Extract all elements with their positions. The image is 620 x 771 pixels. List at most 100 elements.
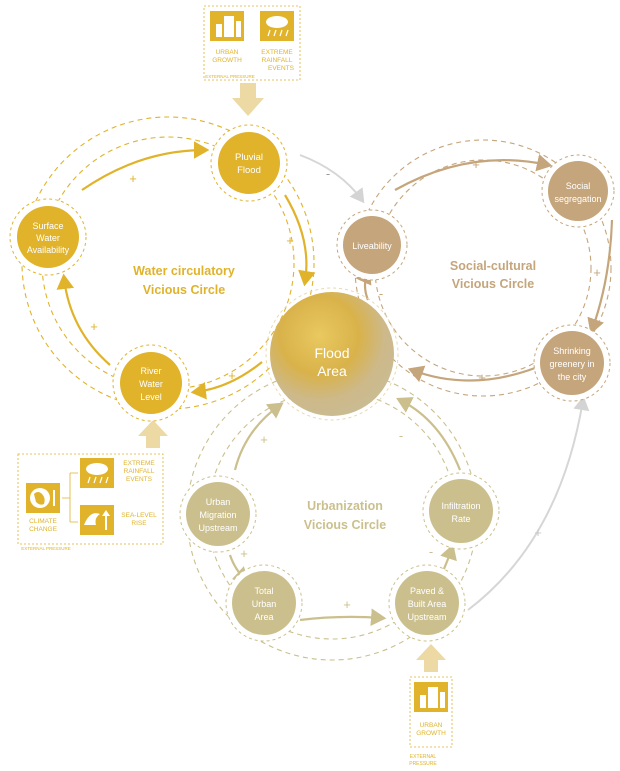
sign-social-shrink-flood: + [478, 370, 486, 385]
left-rainfall-label-2: RAINFALL [124, 468, 155, 475]
arrow-migration-to-flood [233, 402, 284, 471]
shrinking-greenery-label-1: Shrinking [553, 346, 591, 356]
left-climate-label-2: CHANGE [29, 526, 57, 533]
cross-links [299, 154, 590, 611]
arrow-pluvial-to-flood [284, 194, 316, 287]
sign-urban-paved-infiltration: - [429, 544, 433, 559]
urban-circle-title-1: Urbanization [307, 499, 383, 513]
pressure-left-box [17, 453, 164, 545]
bottom-urban-growth-label-2: GROWTH [416, 730, 446, 737]
left-sea-level-label-2: RISE [131, 520, 147, 527]
circle-titles: Water circulatory Vicious Circle Social-… [133, 259, 536, 532]
left-climate-label-1: CLIMATE [29, 518, 57, 525]
river-water-node [120, 352, 182, 414]
social-circle-title-2: Vicious Circle [452, 277, 534, 291]
pressure-arrow-bottom [416, 644, 446, 672]
arrow-pluvial-to-liveability [299, 154, 365, 204]
total-urban-area-label-1: Total [254, 586, 273, 596]
urban-migration-label-1: Urban [206, 497, 231, 507]
water-circle-title-1: Water circulatory [133, 264, 235, 278]
social-ring-inner [374, 159, 592, 377]
social-segregation-node [548, 161, 608, 221]
left-rainfall-label-1: EXTREME [123, 460, 155, 467]
top-rainfall-label-2: RAINFALL [262, 57, 293, 64]
climate-branch-lines [62, 472, 78, 523]
rainfall-icon [260, 11, 294, 41]
climate-change-icon [26, 483, 60, 513]
social-ring-outer [354, 139, 612, 397]
left-rainfall-label-3: EVENTS [126, 476, 153, 483]
sign-urban-migration-total: + [240, 546, 248, 561]
sea-level-icon [80, 505, 114, 535]
urban-growth-bottom-icon [414, 682, 448, 712]
pressure-bottom-box [409, 676, 453, 748]
sign-water-pluvial-flood: + [286, 233, 294, 248]
sign-paved-shrinking: + [534, 525, 542, 540]
arrow-shrinking-to-flood [407, 365, 536, 383]
sign-pluvial-liveability: - [326, 166, 330, 181]
top-rainfall-label-3: EVENTS [268, 65, 295, 72]
river-water-label-1: River [140, 366, 161, 376]
pluvial-flood-node [218, 132, 280, 194]
flood-area-halo [265, 287, 399, 421]
surface-water-label-2: Water [36, 233, 60, 243]
top-urban-growth-label-1: URBAN [216, 49, 239, 56]
pressure-top-box [203, 5, 301, 81]
sign-social-flood-live: - [379, 286, 383, 301]
paved-area-label-1: Paved & [410, 586, 444, 596]
urban-growth-icon [210, 11, 244, 41]
polarity-signs: + + + + - + + + - + - + + - + [90, 157, 601, 612]
shrinking-greenery-label-2: greenery in [549, 359, 594, 369]
water-arrows [56, 141, 316, 400]
left-sea-level-label-1: SEA-LEVEL [121, 512, 157, 519]
top-urban-growth-label-2: GROWTH [212, 57, 242, 64]
arrow-segregation-to-shrinking [587, 219, 614, 335]
arrow-liveability-to-segregation [394, 154, 553, 191]
arrow-surface-to-pluvial [81, 141, 210, 191]
arrow-paved-to-shrinking [467, 396, 590, 611]
pressure-arrow-left [138, 420, 168, 448]
river-water-label-2: Water [139, 379, 163, 389]
water-ring-inner [41, 136, 295, 390]
pressure-arrows [138, 83, 446, 672]
liveability-label-1: Liveability [352, 241, 392, 251]
paved-area-label-2: Built Area [408, 599, 447, 609]
bottom-urban-growth-label-1: URBAN [420, 722, 443, 729]
external-pressure-top: URBAN GROWTH EXTREME RAINFALL EVENTS EXT… [203, 5, 301, 81]
social-circle-title-1: Social-cultural [450, 259, 536, 273]
urban-migration-label-2: Migration [199, 510, 236, 520]
arrow-flood-to-river [190, 361, 263, 400]
social-segregation-label-2: segregation [554, 194, 601, 204]
pluvial-flood-label-1: Pluvial [235, 152, 263, 163]
flood-area-label-2: Area [317, 363, 347, 379]
top-rainfall-label-1: EXTREME [261, 49, 293, 56]
social-arrows [355, 154, 614, 383]
sign-urban-infiltration-flood: - [399, 428, 403, 443]
arrow-total-to-paved [299, 608, 387, 626]
liveability-node [343, 216, 401, 274]
surface-water-node [17, 206, 79, 268]
bottom-pressure-caption-1: EXTERNAL [410, 754, 437, 760]
sign-social-seg-shrink: + [593, 265, 601, 280]
external-pressure-left: EXTREME RAINFALL EVENTS SEA-LEVEL RISE C… [17, 453, 164, 551]
left-pressure-caption: EXTERNAL PRESSURE [21, 546, 71, 551]
sign-water-flood-river: + [228, 368, 236, 383]
river-water-label-3: Level [140, 392, 162, 402]
flood-area-node [270, 292, 394, 416]
arrow-river-to-surface [56, 273, 111, 366]
nodes: Flood Area Pluvial Flood Surface Water A… [9, 124, 615, 642]
arrow-infiltration-to-flood [396, 397, 462, 471]
shrinking-greenery-label-3: the city [558, 372, 587, 382]
total-urban-area-label-2: Urban [252, 599, 277, 609]
urban-migration-label-3: Upstream [198, 523, 237, 533]
top-pressure-caption: EXTERNAL PRESSURE [205, 74, 255, 79]
sign-urban-migration-flood: + [260, 432, 268, 447]
social-segregation-label-1: Social [566, 181, 591, 191]
surface-water-label-1: Surface [32, 221, 63, 231]
pluvial-flood-label-2: Flood [237, 165, 261, 176]
urban-migration-node [186, 482, 250, 546]
surface-water-label-3: Availability [27, 245, 70, 255]
paved-area-label-3: Upstream [407, 612, 446, 622]
pressure-arrow-top [232, 83, 264, 116]
